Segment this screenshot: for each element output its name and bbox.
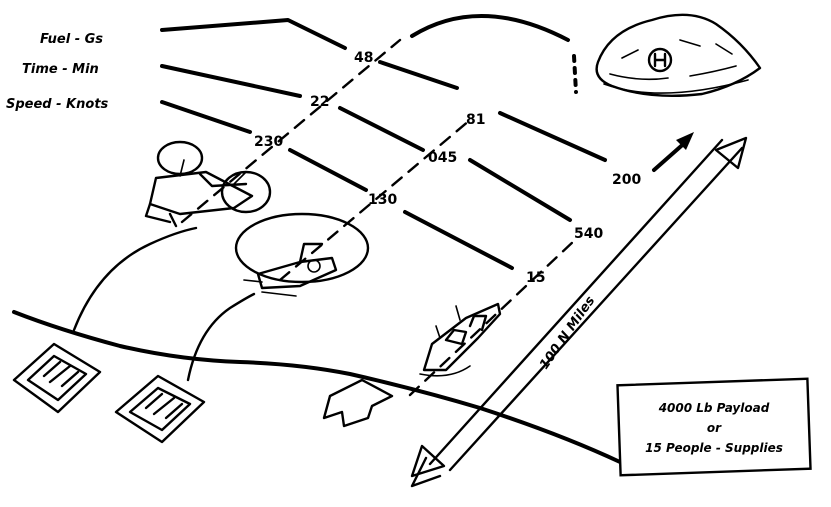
ship-speed-value: 15 <box>526 270 545 286</box>
flight-arc <box>412 16 568 40</box>
ship <box>420 304 500 376</box>
fuel-row-line <box>162 20 605 160</box>
row-label-time: Time - Min <box>22 62 99 77</box>
payload-box: 4000 Lb Payload or 15 People - Supplies <box>617 379 810 476</box>
helipad-1 <box>14 344 100 412</box>
flight-descent-dots <box>574 56 576 92</box>
payload-line-2: or <box>707 421 722 435</box>
ship-fuel-value: 200 <box>612 172 641 188</box>
tiltrotor-time-value: 22 <box>310 94 329 110</box>
coastline <box>14 312 620 462</box>
payload-line-1: 4000 Lb Payload <box>658 401 770 415</box>
helipad-2 <box>116 376 204 442</box>
helicopter-fuel-value: 81 <box>466 112 485 128</box>
row-label-speed: Speed - Knots <box>6 97 109 112</box>
island-drawing <box>597 15 760 96</box>
distance-label: 100 N Miles <box>537 293 598 372</box>
tiltrotor-path <box>74 228 196 330</box>
tiltrotor-aircraft <box>146 142 270 226</box>
tiltrotor-fuel-value: 48 <box>354 50 373 66</box>
pier <box>324 380 392 426</box>
ship-time-value: 540 <box>574 226 603 242</box>
tiltrotor-speed-value: 230 <box>254 134 283 150</box>
helicopter-speed-value: 130 <box>368 192 397 208</box>
row-label-fuel: Fuel - Gs <box>40 32 103 47</box>
helicopter <box>236 214 368 296</box>
helicopter-time-value: 045 <box>428 150 457 166</box>
diagonal-dashed-lines <box>182 40 575 395</box>
helicopter-path <box>188 294 254 380</box>
payload-line-3: 15 People - Supplies <box>645 441 783 455</box>
